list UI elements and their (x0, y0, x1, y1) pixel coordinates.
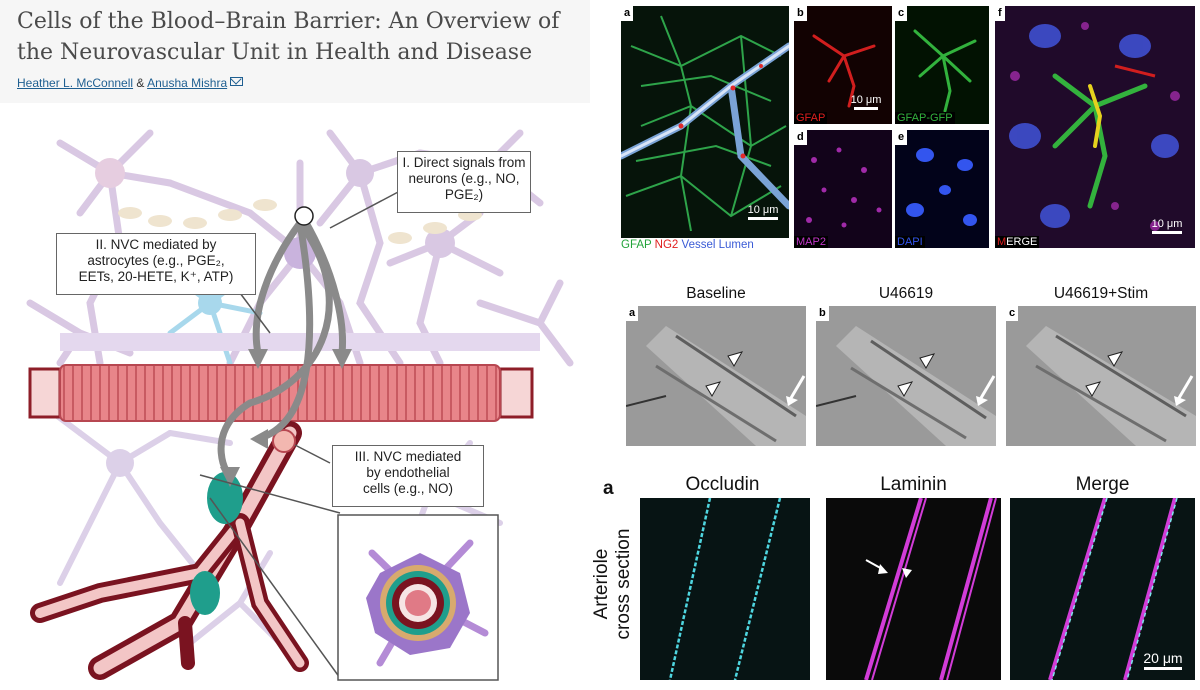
panel-a-gfap-vessel: a 10 μm (621, 6, 789, 238)
panel-b-scale: 10 μm (846, 94, 886, 110)
panel-b-image (812, 34, 876, 108)
panel-c-letter: c (895, 6, 908, 21)
gfap-network (625, 15, 787, 232)
panel-e-label: DAPI (895, 236, 925, 248)
panel-d-label: MAP2 (794, 236, 828, 248)
panel-b-letter: b (794, 6, 807, 21)
panel-mid-b-image (816, 306, 996, 446)
mail-icon[interactable] (230, 77, 244, 86)
panel-f-letter: f (995, 6, 1005, 21)
panel-a-legend: GFAP NG2 Vessel Lumen (621, 239, 754, 251)
author-link-mishra[interactable]: Anusha Mishra (147, 76, 228, 90)
panel-c-gfap-gfp: c GFAP-GFP (895, 6, 989, 124)
article-title: Cells of the Blood–Brain Barrier: An Ove… (17, 9, 560, 65)
panel-d-letter: d (794, 130, 807, 145)
panel-e-letter: e (895, 130, 908, 145)
col-title-u46619-stim: U46619+Stim (1053, 285, 1149, 302)
panel-merge: 20 μm (1010, 498, 1195, 680)
vessel-end-left (28, 367, 62, 419)
panel-c-label: GFAP-GFP (895, 112, 955, 124)
membrane-band (60, 333, 540, 351)
ng2-spots (678, 64, 763, 159)
panel-mid-c-letter: c (1006, 306, 1019, 321)
panel-d-image (806, 147, 882, 228)
panel-merge-image (1048, 498, 1178, 680)
author-line: Heather L. McConnell & Anusha Mishra (17, 76, 244, 90)
panel-laminin-image (864, 498, 997, 680)
label-direct-signals: I. Direct signals from neurons (e.g., NO… (397, 151, 531, 213)
cross-section-drawing (366, 539, 489, 667)
panel-d-map2: d MAP2 (794, 130, 892, 248)
neurovascular-unit-diagram: I. Direct signals from neurons (e.g., NO… (0, 103, 590, 685)
panel-b-gfap: b 10 μm GFAP (794, 6, 892, 124)
panel-e-image (906, 148, 977, 226)
neuron-somata (95, 158, 455, 269)
panel-f-merge: f 10 μm MERGE (995, 6, 1195, 248)
signal-origin-circle (294, 206, 314, 226)
row-label-arteriole: Arteriole cross section (591, 528, 634, 640)
panel-merge-scale: 20 μm (1139, 650, 1187, 670)
col-title-merge: Merge (1075, 474, 1130, 495)
panel-mid-c-image (1006, 306, 1196, 446)
nvu-illustration (26, 129, 574, 681)
panel-mid-a-letter: a (626, 306, 639, 321)
panel-mid-b-letter: b (816, 306, 829, 321)
panel-mid-b: b (816, 306, 996, 446)
vessel-lumen (621, 42, 789, 210)
panel-b-label: GFAP (794, 112, 828, 124)
author-link-mcconnell[interactable]: Heather L. McConnell (17, 76, 134, 90)
label-endothelial-nvc: III. NVC mediated by endothelial cells (… (332, 445, 484, 507)
leader-lines (199, 190, 401, 679)
panel-occludin-image (668, 498, 782, 680)
col-title-occludin: Occludin (685, 474, 760, 495)
author-separator: & (136, 76, 145, 90)
panel-occludin (640, 498, 810, 680)
arrowheads (220, 349, 352, 487)
panel-e-dapi: e DAPI (895, 130, 989, 248)
col-title-u46619: U46619 (878, 285, 934, 302)
panel-f-label: MERGE (995, 236, 1040, 248)
panel-mid-a-image (626, 306, 806, 446)
label-astrocyte-nvc: II. NVC mediated by astrocytes (e.g., PG… (56, 233, 256, 295)
signal-arrows (217, 217, 346, 478)
col-title-baseline: Baseline (686, 285, 746, 302)
panel-a-letter: a (621, 6, 634, 21)
panel-f-scale: 10 μm (1147, 218, 1187, 234)
vessel-end-right (498, 367, 534, 419)
panel-mid-a: a (626, 306, 806, 446)
panel-a-image (621, 15, 789, 232)
panel-laminin (826, 498, 1001, 680)
panel-c-image (913, 29, 977, 113)
bottom-panel-letter: a (603, 478, 614, 499)
article-header (0, 0, 590, 103)
panel-mid-c: c (1006, 306, 1196, 446)
panel-f-image (1009, 22, 1180, 231)
col-title-laminin: Laminin (880, 474, 947, 495)
panel-a-scale: 10 μm (745, 204, 781, 220)
